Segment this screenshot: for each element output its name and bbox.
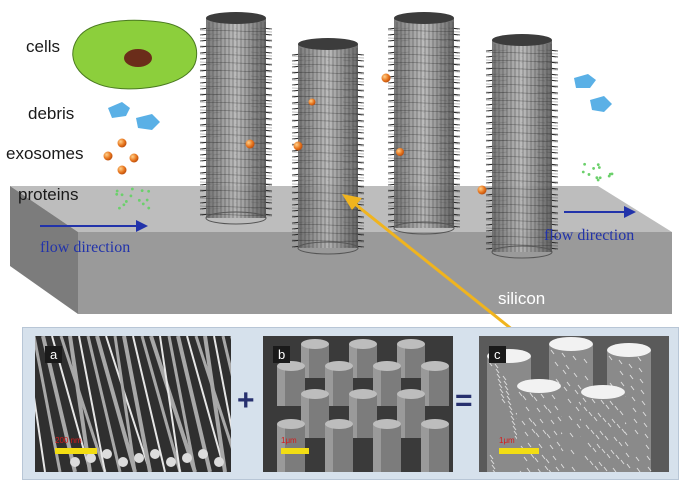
scale-bar-a xyxy=(55,448,97,454)
panel-letter-a: a xyxy=(45,346,63,363)
proteins-icon xyxy=(115,187,151,210)
panel-letter-c: c xyxy=(489,346,506,363)
flow-arrow-left xyxy=(40,220,148,232)
captured-exosomes xyxy=(245,73,487,195)
debris-icon xyxy=(108,102,160,130)
exosomes-icon xyxy=(103,138,139,175)
equals-operator: = xyxy=(455,384,473,417)
sem-image-a: a 200 nm xyxy=(35,336,231,472)
legend-cells-label: cells xyxy=(26,37,61,56)
sem-images-panel: a 200 nm + b 1μm = c 1μm xyxy=(22,327,679,480)
debris-right-icon xyxy=(574,74,612,112)
scale-label-b: 1μm xyxy=(281,436,297,445)
legend-exosomes-label: exosomes xyxy=(6,144,84,163)
plus-operator: + xyxy=(237,384,255,417)
sem-image-b: b 1μm xyxy=(263,336,453,472)
pillar-3 xyxy=(387,12,461,235)
pillar-2 xyxy=(291,38,365,255)
cell-icon xyxy=(72,19,198,90)
proteins-right-icon xyxy=(581,162,614,182)
legend-debris-label: debris xyxy=(28,104,75,123)
legend-proteins-label: proteins xyxy=(18,185,79,204)
flow-direction-label-left: flow direction xyxy=(40,239,131,256)
flow-direction-label-right: flow direction xyxy=(544,227,635,244)
scale-bar-b xyxy=(281,448,309,454)
pillar-4 xyxy=(485,34,559,259)
nucleus-icon xyxy=(124,49,152,67)
flow-arrow-right xyxy=(564,206,636,218)
device-illustration xyxy=(10,12,672,330)
pillar-1 xyxy=(199,12,273,225)
zoom-pointer-arrow xyxy=(342,194,516,330)
scale-label-c: 1μm xyxy=(499,436,515,445)
scale-label-a: 200 nm xyxy=(55,436,82,445)
scale-bar-c xyxy=(499,448,539,454)
panel-letter-b: b xyxy=(273,346,291,363)
nanowires-image xyxy=(35,336,231,472)
silicon-label: silicon xyxy=(498,289,546,308)
sem-image-c: c 1μm xyxy=(479,336,669,472)
